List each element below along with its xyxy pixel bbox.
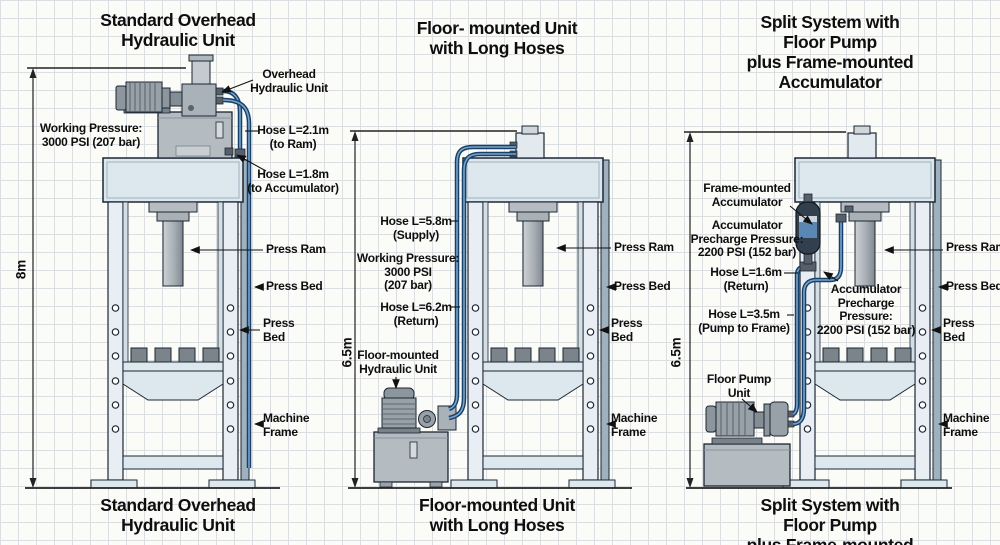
panel2-height-dimension: 6.5m xyxy=(339,337,355,368)
panel1-overhead-unit xyxy=(115,54,233,159)
panel2-dimension xyxy=(348,130,632,489)
panel1-hose-to-accumulator-label: Hose L=1.8m(to Accumulator) xyxy=(247,167,339,195)
panel1-working-pressure-label: Working Pressure:3000 PSI (207 bar) xyxy=(39,121,143,149)
panel2-floor-unit xyxy=(373,387,457,488)
panel3-floor-pump-unit xyxy=(703,401,795,487)
panel1-press-frame xyxy=(90,157,256,489)
panel1-press-bed-label: Press Bed xyxy=(266,279,323,293)
panel1-press-ram-label: Press Ram xyxy=(266,242,326,256)
panel2-leaders xyxy=(392,220,616,428)
panel1-hose-to-ram-label: Hose L=2.1m(to Ram) xyxy=(257,123,329,151)
panel2-hose-supply-label: Hose L=5.8m(Supply) xyxy=(380,214,452,242)
panel2-press-ram-label: Press Ram xyxy=(614,240,674,254)
panel3-hose-pump-frame-label: Hose L=3.5m(Pump to Frame) xyxy=(698,307,790,335)
panel2-hose-return-label: Hose L=6.2m(Return) xyxy=(380,300,452,328)
panel3-press-ram-label: Press Ram xyxy=(946,240,1000,254)
panel2-press-bed-label: Press Bed xyxy=(614,279,671,293)
panel1-leaders xyxy=(189,79,267,428)
panel2-working-pressure-label: Working Pressure:3000 PSI(207 bar) xyxy=(356,251,460,292)
panel3-press-bed-label: Press Bed xyxy=(946,279,1000,293)
panel1-dimension xyxy=(25,67,280,489)
panel1-height-dimension: 8m xyxy=(13,259,29,280)
panel3-dimension xyxy=(684,131,952,489)
panel1-hoses xyxy=(222,88,252,468)
panel3-height-dimension: 6.5m xyxy=(668,337,684,368)
panel2-press-frame xyxy=(450,125,616,489)
panel3-press-frame xyxy=(782,125,948,489)
panel2-hoses xyxy=(448,144,516,421)
panel3-hose-return-label: Hose L=1.6m(Return) xyxy=(710,265,782,293)
panel3-leaders xyxy=(741,205,948,428)
